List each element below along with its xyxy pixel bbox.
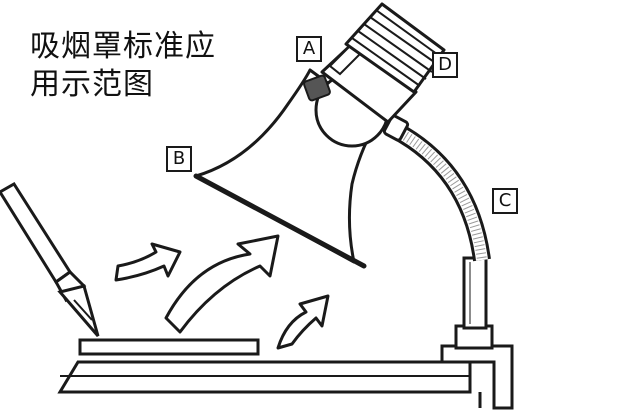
airflow-arrow-icon xyxy=(276,294,330,350)
support-post xyxy=(462,256,488,330)
fume-hood xyxy=(193,2,446,269)
title-line-2: 用示范图 xyxy=(30,67,154,102)
airflow-arrow-icon xyxy=(164,234,280,334)
gooseneck-arm xyxy=(382,114,491,262)
circuit-board xyxy=(78,338,260,356)
exhaust-duct xyxy=(344,2,446,94)
title-line-1: 吸烟罩标准应 xyxy=(30,29,216,64)
diagram-title: 吸烟罩标准应 用示范图 xyxy=(30,28,216,104)
workbench xyxy=(57,360,472,394)
label-c: C xyxy=(492,188,518,214)
label-b: B xyxy=(166,146,192,172)
label-a: A xyxy=(296,36,322,62)
airflow-arrow-icon xyxy=(114,242,182,282)
label-d: D xyxy=(432,52,458,78)
soldering-iron-icon xyxy=(0,181,100,337)
